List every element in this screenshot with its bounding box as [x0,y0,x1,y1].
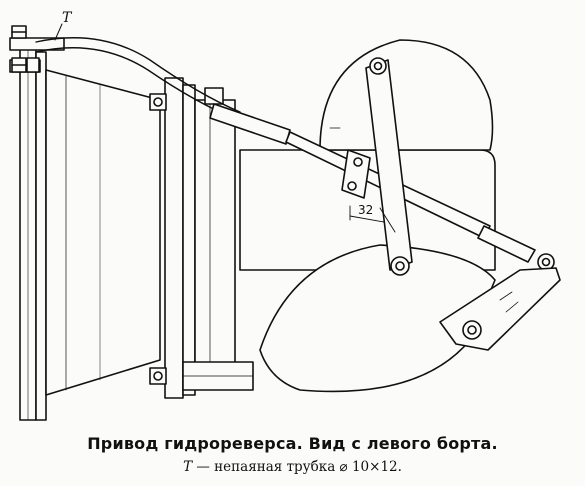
housing-body [45,69,161,396]
rod-clamp [341,149,371,199]
reverse-disc-lower [259,244,496,393]
tube-t-leader [54,23,63,41]
figure-caption-title: Привод гидрореверса. Вид с левого борта. [87,434,498,453]
dimension-32 [349,205,396,233]
tube-label: T [62,10,73,26]
top-bolt-upper [11,25,27,39]
reverse-disc-upper [319,39,494,151]
top-bolt-lower [11,57,40,73]
plate-bolt-top-left [149,93,167,111]
bellcrank-plate [439,267,561,351]
frame-plate-left [19,39,47,421]
mechanical-drawing: T 32 [9,10,561,421]
caption-note-symbol: T [183,459,193,475]
plate-bolt-bottom-left [149,367,167,385]
caption-note-text: — непаяная трубка ⌀ 10×12. [196,459,402,475]
figure-caption-note: T — непаяная трубка ⌀ 10×12. [0,459,585,475]
plate-bottom-clamp [182,361,254,391]
mounting-plate-center [164,77,236,399]
dimension-label: 32 [358,203,373,217]
lever-arm [365,57,413,276]
